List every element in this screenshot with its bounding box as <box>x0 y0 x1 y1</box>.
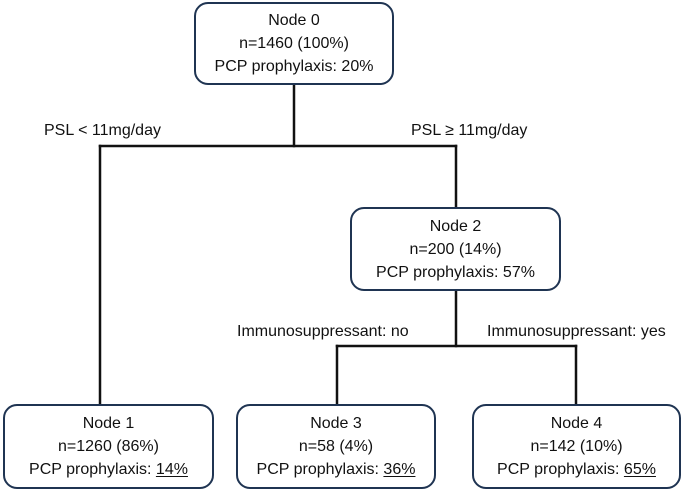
node-prophylaxis: PCP prophylaxis: 65% <box>497 458 656 481</box>
node-prophylaxis: PCP prophylaxis: 20% <box>215 55 374 78</box>
node-3-box: Node 3 n=58 (4%) PCP prophylaxis: 36% <box>236 404 436 489</box>
branch-label-psl-high: PSL ≥ 11mg/day <box>411 122 528 139</box>
node-count: n=58 (4%) <box>298 438 374 455</box>
prophylaxis-label: PCP prophylaxis: <box>29 461 156 478</box>
node-4-box: Node 4 n=142 (10%) PCP prophylaxis: 65% <box>472 404 681 489</box>
branch-label-immunosuppressant-yes: Immunosuppressant: yes <box>487 323 666 340</box>
node-0-box: Node 0 n=1460 (100%) PCP prophylaxis: 20… <box>194 2 394 85</box>
prophylaxis-value: 14% <box>155 461 188 478</box>
node-count: n=142 (10%) <box>530 438 623 455</box>
prophylaxis-label: PCP prophylaxis: <box>214 58 342 75</box>
prophylaxis-label: PCP prophylaxis: <box>256 461 384 478</box>
node-title: Node 2 <box>429 217 482 235</box>
node-count: n=1460 (100%) <box>239 35 349 52</box>
branch-label-psl-low: PSL < 11mg/day <box>44 122 161 139</box>
node-1-box: Node 1 n=1260 (86%) PCP prophylaxis: 14% <box>3 404 214 489</box>
node-title: Node 3 <box>310 415 362 432</box>
prophylaxis-label: PCP prophylaxis: <box>497 461 624 478</box>
prophylaxis-value: 20% <box>341 58 374 75</box>
node-count: n=200 (14%) <box>409 240 502 258</box>
node-prophylaxis: PCP prophylaxis: 36% <box>257 458 416 481</box>
node-count: n=1260 (86%) <box>58 438 159 455</box>
node-title: Node 0 <box>268 12 320 29</box>
node-prophylaxis: PCP prophylaxis: 57% <box>376 261 535 284</box>
node-prophylaxis: PCP prophylaxis: 14% <box>29 458 188 481</box>
prophylaxis-value: 65% <box>623 461 656 478</box>
node-title: Node 1 <box>82 415 135 432</box>
prophylaxis-value: 36% <box>383 461 416 478</box>
node-2-box: Node 2 n=200 (14%) PCP prophylaxis: 57% <box>350 207 561 291</box>
prophylaxis-value: 57% <box>502 263 535 281</box>
prophylaxis-label: PCP prophylaxis: <box>376 263 503 281</box>
node-title: Node 4 <box>550 415 603 432</box>
branch-label-immunosuppressant-no: Immunosuppressant: no <box>237 323 409 340</box>
